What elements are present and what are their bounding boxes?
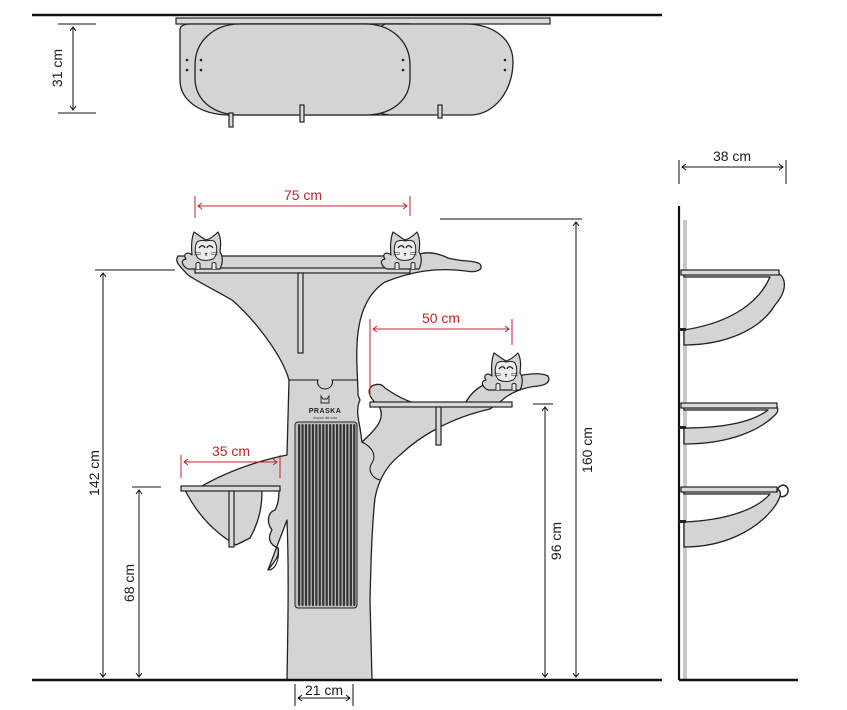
side-shelf-lower: [680, 486, 778, 493]
label-top-shelf-height: 142 cm: [86, 450, 102, 496]
sisal-strand: [353, 424, 356, 606]
dimension-top-shelf-height: 142 cm: [86, 269, 175, 677]
side-brace-middle: [683, 404, 779, 445]
sisal-strand: [304, 424, 308, 606]
label-lower-shelf-height: 68 cm: [121, 564, 137, 602]
side-brace-top: [683, 272, 786, 346]
front-shelf-lower: [180, 485, 281, 492]
brand-logo: PRASKA drapak dla kota: [309, 394, 342, 420]
brand-tagline: drapak dla kota: [313, 416, 337, 420]
sisal-strand: [339, 424, 342, 606]
side-hook: [776, 484, 789, 498]
brand-cat-icon: [320, 394, 330, 404]
label-total-height: 160 cm: [579, 427, 595, 473]
dimension-middle-shelf-width: 50 cm: [369, 310, 513, 396]
dimension-lower-shelf-height: 68 cm: [121, 486, 161, 677]
sisal-strand: [346, 424, 349, 606]
sisal-strand: [325, 424, 328, 606]
side-shelf-top: [680, 269, 780, 276]
label-side-depth: 38 cm: [713, 148, 751, 164]
front-shelf-middle: [369, 401, 513, 408]
front-shelf-top: [194, 267, 411, 274]
brand-name: PRASKA: [309, 408, 342, 415]
sisal-strand: [322, 424, 325, 606]
front-view: PRASKA drapak dla kota: [176, 231, 550, 681]
tree-silhouette: [176, 252, 550, 681]
top-view-leg: [437, 104, 443, 119]
label-trunk-width: 21 cm: [305, 682, 343, 698]
sisal-strand: [318, 424, 321, 606]
sisal-strand: [315, 424, 318, 606]
side-brace-lower: [683, 489, 781, 548]
sisal-strand: [311, 424, 314, 606]
cat-face-icon: [481, 352, 523, 391]
sisal-strand: [329, 424, 332, 606]
dimension-top-depth: 31 cm: [49, 23, 96, 114]
front-shelf-top-support: [297, 272, 304, 354]
sisal-strand: [332, 424, 335, 606]
top-view-leg: [228, 112, 234, 128]
top-view-shelf: [194, 23, 411, 116]
top-view-shelf-bar: [175, 17, 551, 25]
front-shelf-lower-support: [228, 490, 235, 548]
label-lower-shelf-width: 35 cm: [212, 443, 250, 459]
sisal-strand: [342, 424, 346, 606]
dimension-total-height: 160 cm: [440, 218, 595, 677]
cat-face-icon: [380, 231, 422, 270]
dimension-lower-shelf-width: 35 cm: [180, 443, 281, 478]
wall-panel: [683, 220, 687, 680]
label-top-depth: 31 cm: [49, 49, 65, 87]
dimension-middle-shelf-height: 96 cm: [533, 403, 564, 677]
scratching-post: [294, 421, 358, 609]
side-shelf-middle: [680, 402, 778, 409]
front-shelf-middle-support: [435, 406, 442, 446]
sisal-strand: [298, 424, 301, 606]
top-view-leg: [299, 104, 305, 123]
sisal-strand: [301, 424, 304, 606]
label-top-shelf-width: 75 cm: [284, 187, 322, 203]
label-middle-shelf-width: 50 cm: [422, 310, 460, 326]
dimension-trunk-width: 21 cm: [294, 682, 354, 706]
sisal-strand: [308, 424, 311, 606]
sisal-strand: [349, 424, 352, 606]
dimension-side-depth: 38 cm: [678, 148, 787, 184]
side-view: [677, 206, 798, 682]
cat-face-icon: [181, 231, 223, 270]
dimension-top-shelf-width: 75 cm: [194, 187, 411, 218]
sisal-strand: [335, 424, 339, 606]
top-view: [32, 13, 662, 128]
label-middle-shelf-height: 96 cm: [548, 522, 564, 560]
